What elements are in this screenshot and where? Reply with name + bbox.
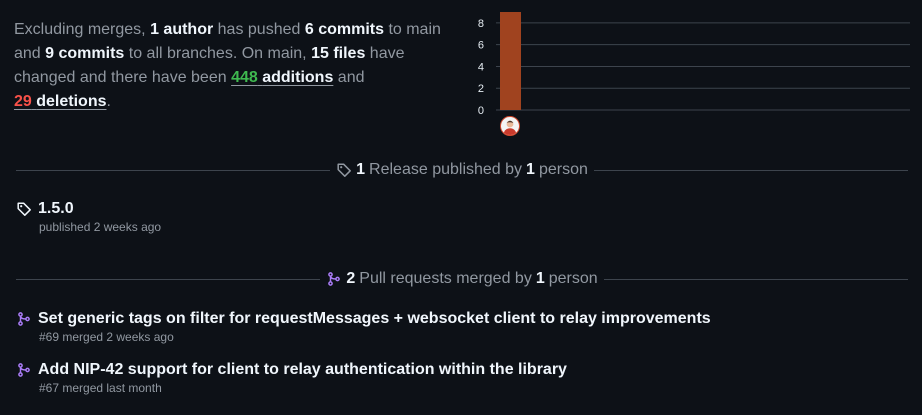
summary-text: . — [106, 93, 111, 110]
summary-text: has pushed — [217, 21, 301, 38]
avatar-image — [503, 120, 517, 135]
pull-request-item: Set generic tags on filter for requestMe… — [16, 310, 711, 344]
pulse-summary: Excluding merges, 1 author has pushed 6 … — [14, 18, 454, 114]
contributor-avatar[interactable] — [500, 116, 520, 136]
y-tick-label: 2 — [478, 83, 484, 95]
summary-text: have changed and there have been — [14, 45, 405, 86]
summary-text: and — [337, 69, 365, 86]
releases-heading-text: Release published by — [369, 161, 523, 178]
pull-request-meta: #69 merged 2 weeks ago — [39, 330, 174, 344]
divider-line — [603, 278, 909, 280]
pull-request-link[interactable]: Add NIP-42 support for client to relay a… — [38, 361, 567, 378]
git-merge-icon — [326, 271, 342, 287]
release-count: 1 — [356, 161, 366, 178]
commits-chart: 8 6 4 2 0 — [470, 6, 910, 141]
pull-request-link[interactable]: Set generic tags on filter for requestMe… — [38, 310, 711, 327]
all-commit-count: 9 commits — [45, 45, 125, 62]
pull-request-item: Add NIP-42 support for client to relay a… — [16, 361, 567, 395]
additions-link[interactable]: 448 additions — [231, 69, 333, 86]
pull-count: 2 — [346, 270, 356, 287]
pull-people-count: 1 — [535, 270, 545, 287]
divider-line — [16, 278, 321, 280]
tag-icon — [16, 201, 32, 217]
git-merge-icon — [16, 311, 32, 327]
summary-text: to main and — [14, 21, 441, 62]
pulls-heading-text: Pull requests merged by — [359, 270, 532, 287]
pull-request-meta: #67 merged last month — [39, 381, 162, 395]
releases-heading-suffix: person — [538, 161, 588, 178]
author-count: 1 author — [150, 21, 214, 38]
pulls-divider: 2 Pull requests merged by 1 person — [16, 267, 909, 291]
tag-icon — [336, 162, 352, 178]
files-changed-count: 15 files — [311, 45, 366, 62]
divider-line — [16, 169, 331, 171]
additions-label: additions — [262, 69, 334, 86]
release-meta: published 2 weeks ago — [39, 220, 162, 234]
pulls-heading: 2 Pull requests merged by 1 person — [320, 270, 603, 288]
y-tick-label: 8 — [478, 18, 484, 30]
release-people-count: 1 — [526, 161, 535, 178]
summary-text: to all branches. On main, — [128, 45, 307, 62]
commit-bar[interactable] — [500, 12, 521, 110]
divider-line — [593, 169, 909, 171]
summary-text: Excluding merges, — [14, 21, 146, 38]
commits-chart-svg: 8 6 4 2 0 — [478, 12, 910, 116]
y-tick-label: 4 — [478, 61, 484, 73]
y-tick-label: 6 — [478, 40, 484, 52]
additions-count: 448 — [231, 69, 258, 86]
deletions-link[interactable]: 29 deletions — [14, 93, 106, 110]
deletions-label: deletions — [36, 93, 107, 110]
git-merge-icon — [16, 362, 32, 378]
release-link[interactable]: 1.5.0 — [38, 200, 74, 217]
release-item: 1.5.0 published 2 weeks ago — [16, 200, 161, 234]
pulls-heading-suffix: person — [548, 270, 598, 287]
main-commit-count: 6 commits — [304, 21, 384, 38]
releases-divider: 1 Release published by 1 person — [16, 158, 909, 182]
y-tick-label: 0 — [478, 105, 484, 116]
releases-heading: 1 Release published by 1 person — [330, 161, 594, 179]
deletions-count: 29 — [14, 93, 32, 110]
